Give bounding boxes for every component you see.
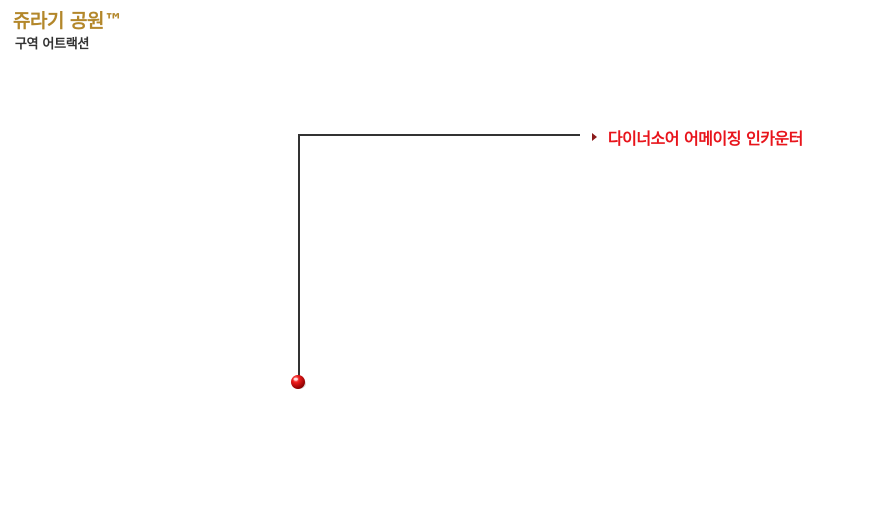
- section-subtitle: 구역 어트랙션: [15, 37, 90, 52]
- attraction-callout[interactable]: 다이너소어 어메이징 인카운터: [592, 125, 804, 149]
- red-pin-icon[interactable]: [290, 374, 306, 390]
- triangle-right-icon: [592, 133, 597, 141]
- attraction-label[interactable]: 다이너소어 어메이징 인카운터: [608, 129, 804, 148]
- park-title: 쥬라기 공원™: [13, 10, 123, 32]
- leader-line-vertical: [298, 134, 300, 380]
- leader-line-horizontal: [298, 134, 580, 136]
